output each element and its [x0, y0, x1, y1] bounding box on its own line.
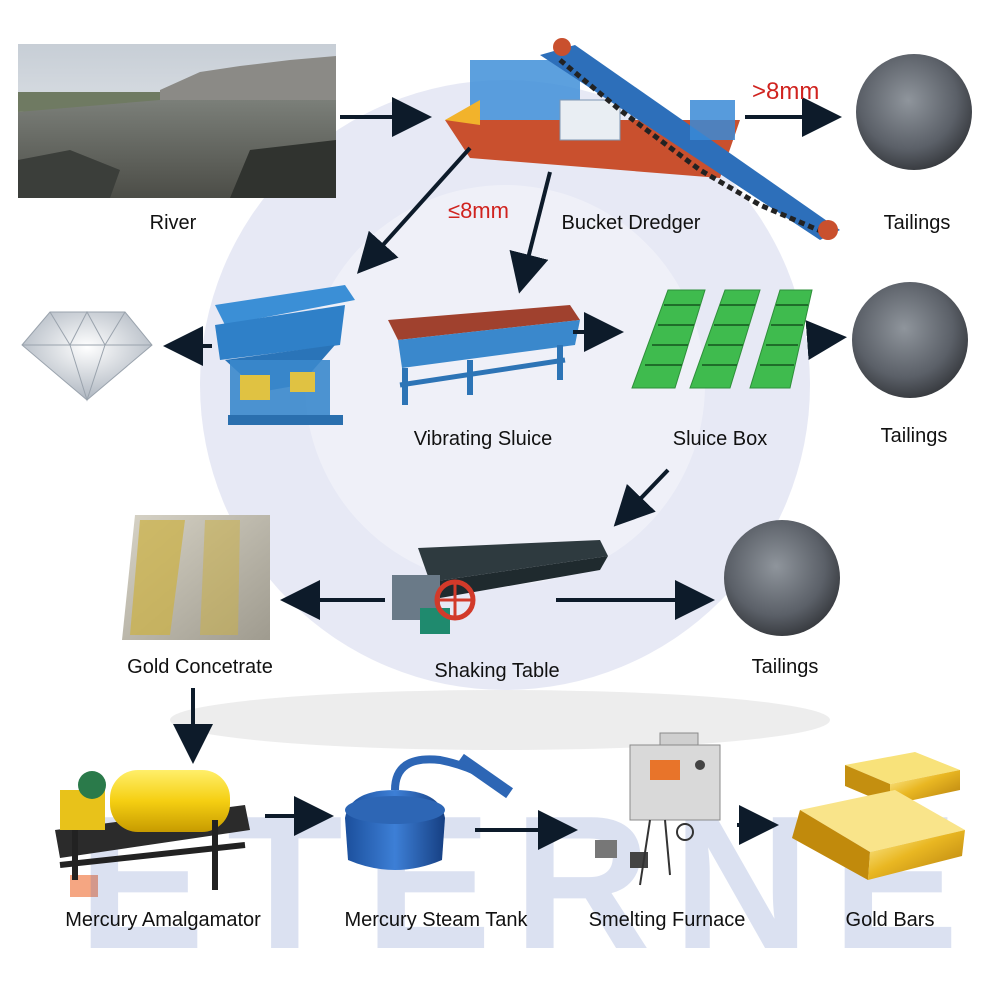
river-image — [18, 44, 336, 198]
jig-machine-image — [215, 285, 355, 425]
watermark-circle — [200, 80, 810, 690]
label-tailings-3: Tailings — [751, 656, 819, 678]
watermark-accent — [70, 875, 98, 897]
tailings-image-1 — [856, 54, 972, 170]
label-shaking-table: Shaking Table — [434, 660, 560, 682]
label-gold-bars: Gold Bars — [845, 909, 935, 931]
label-mercury-amalgamator: Mercury Amalgamator — [65, 909, 261, 931]
gold-bars-image — [792, 752, 965, 880]
sluice-box-image — [631, 289, 813, 389]
tailings-image-3 — [724, 520, 840, 636]
arrow-sluicebox-to-tailings — [805, 320, 847, 361]
label-sluice-box: Sluice Box — [672, 428, 768, 450]
label-smelting-furnace: Smelting Furnace — [588, 909, 746, 931]
arrow-sluicebox-to-shaking — [613, 468, 670, 527]
bucket-dredger-image — [445, 38, 840, 240]
mercury-amalgamator-image — [55, 770, 250, 890]
label-bucket-dredger: Bucket Dredger — [561, 212, 701, 234]
arrow-dredger-to-jig — [356, 146, 472, 274]
diamond-image — [21, 310, 153, 402]
arrow-dredger-to-sluice — [509, 171, 552, 294]
size-label-under-8mm: ≤8mm — [448, 198, 509, 223]
mercury-steam-tank-image — [345, 753, 514, 870]
label-mercury-steam-tank: Mercury Steam Tank — [344, 909, 528, 931]
shaking-table-image — [392, 540, 608, 634]
label-gold-concentrate: Gold Concetrate — [127, 656, 273, 678]
tailings-image-2 — [852, 282, 968, 398]
label-vibrating-sluice: Vibrating Sluice — [413, 428, 553, 450]
label-tailings-1: Tailings — [883, 212, 951, 234]
label-river: River — [149, 212, 197, 234]
gold-concentrate-image — [122, 515, 270, 640]
label-tailings-2: Tailings — [880, 425, 948, 447]
vibrating-sluice-image — [388, 305, 580, 405]
smelting-furnace-image — [595, 732, 721, 886]
size-label-over-8mm: >8mm — [752, 78, 820, 105]
